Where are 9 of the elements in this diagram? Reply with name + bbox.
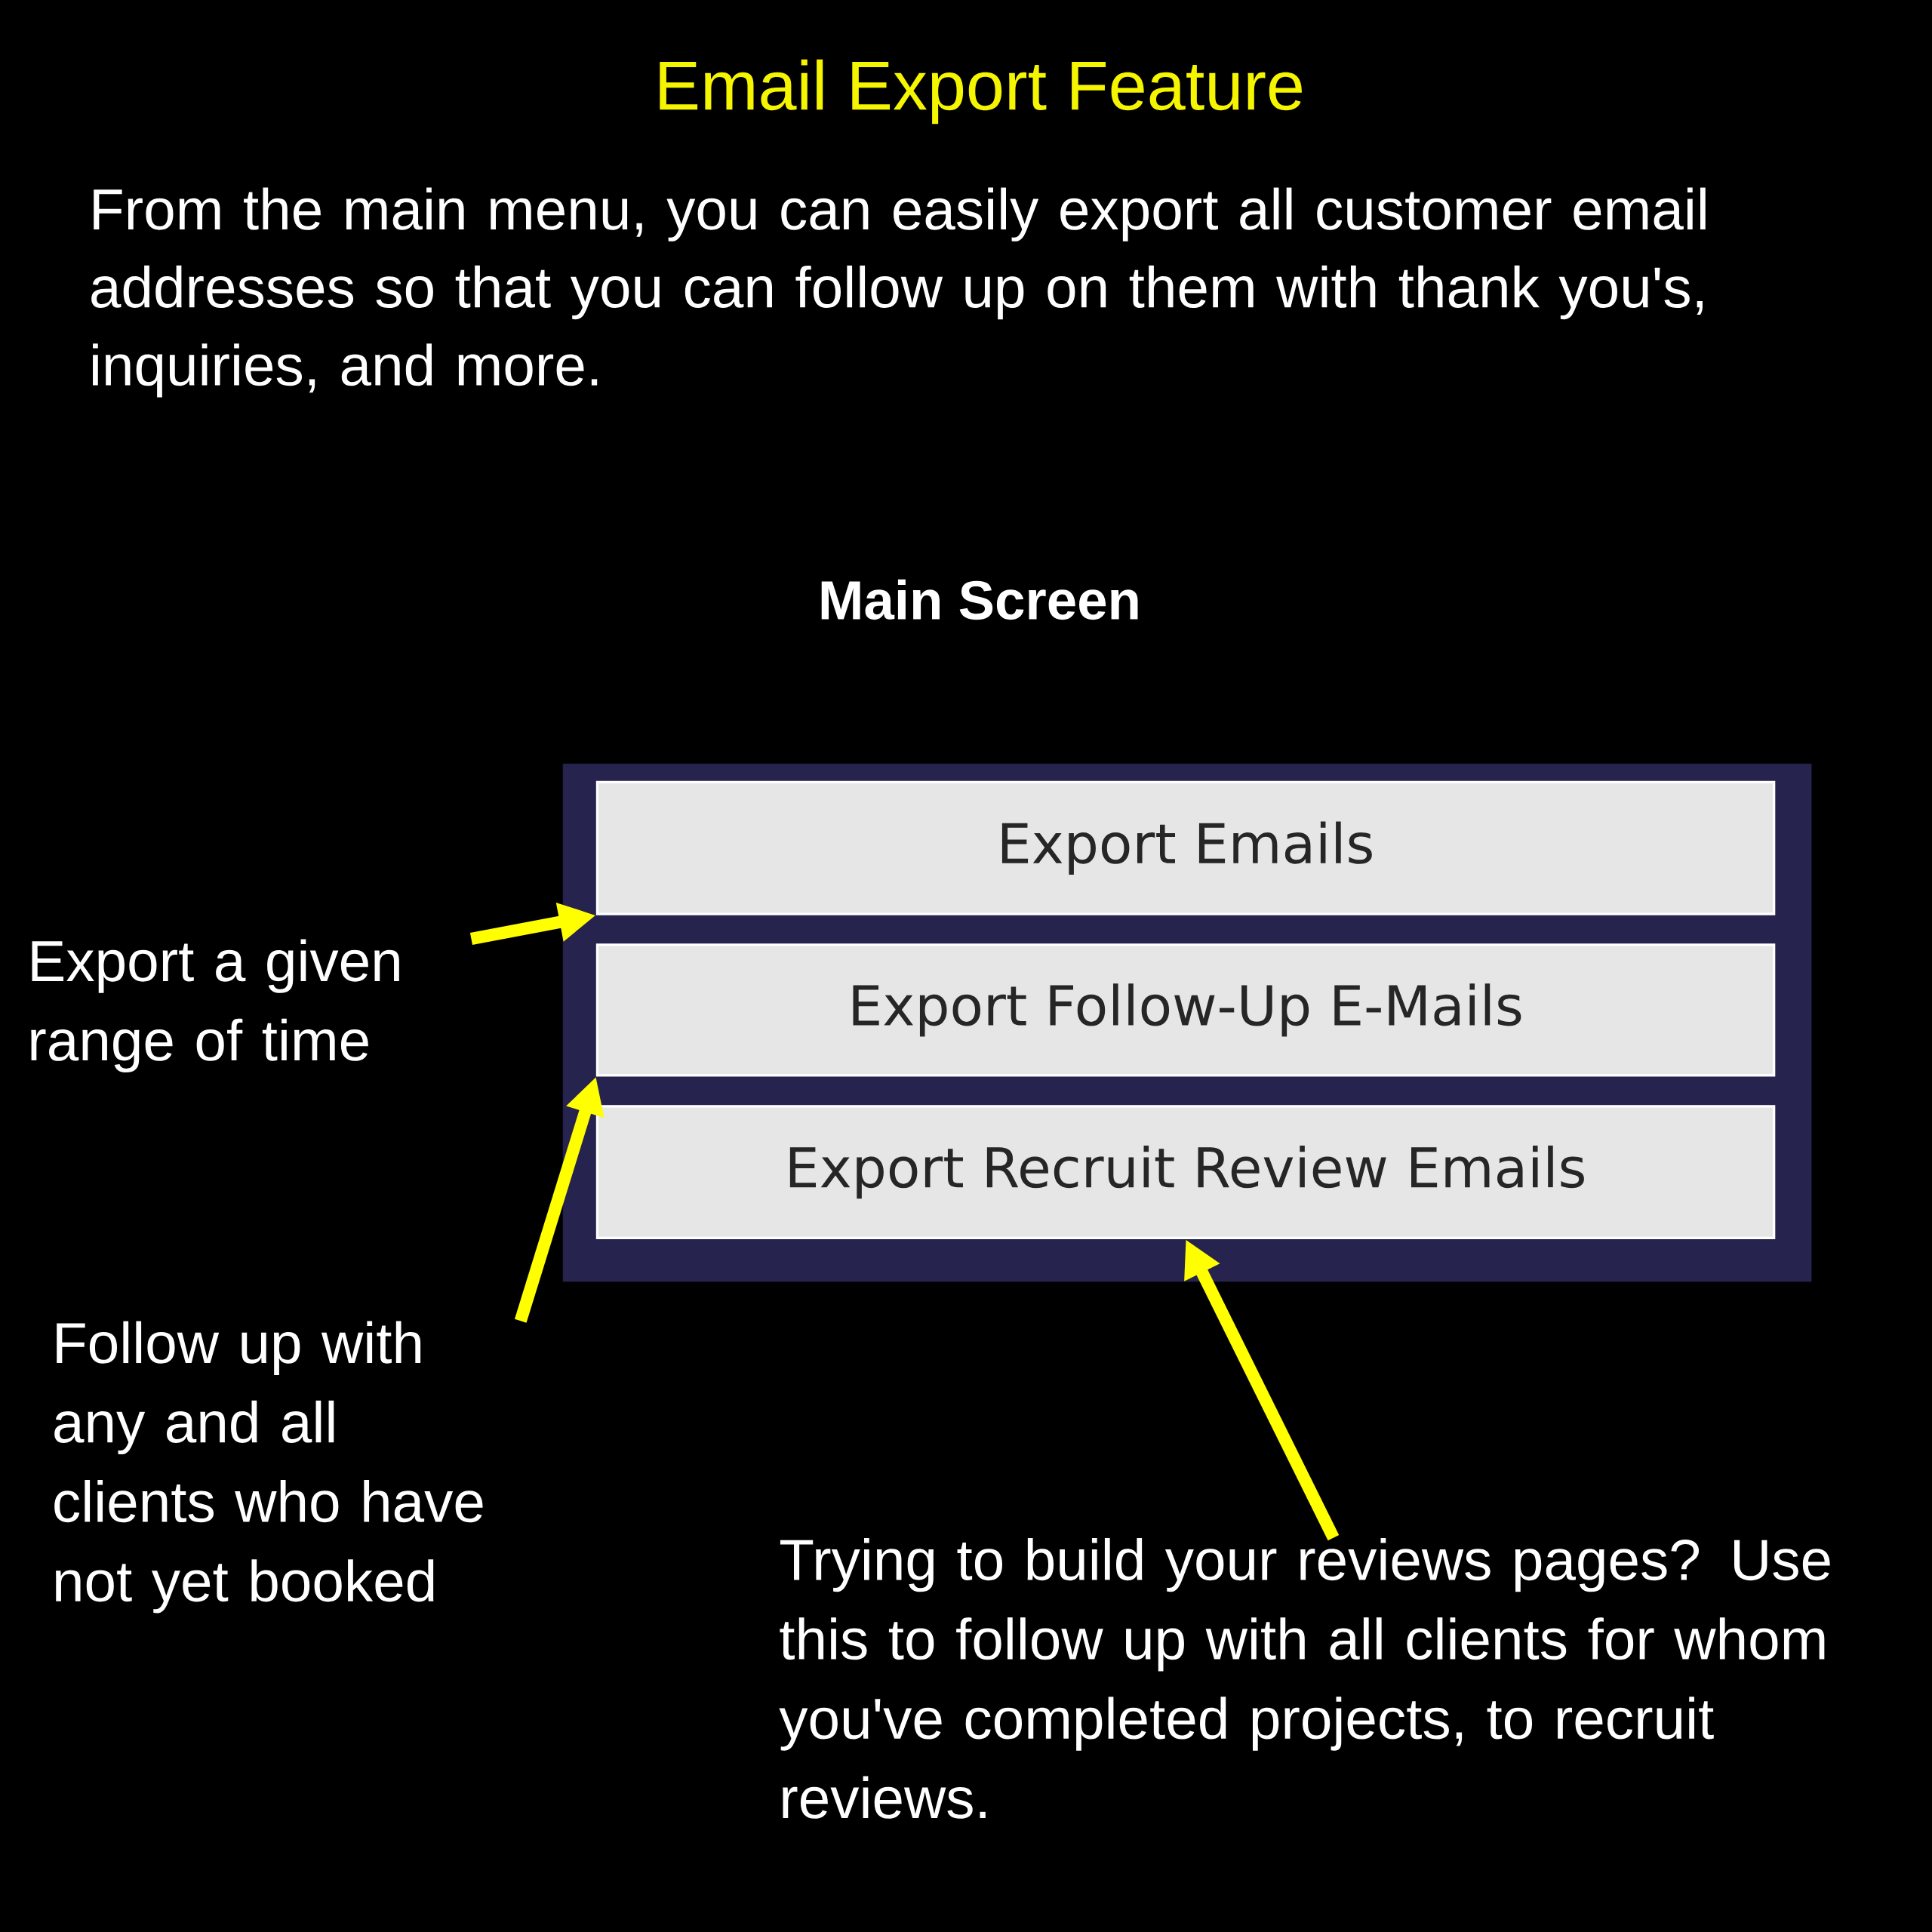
title: Email Export Feature bbox=[660, 59, 1302, 125]
annotation-text: Export a given range of time bbox=[31, 939, 399, 1072]
menu-button: Export Emails bbox=[595, 780, 1776, 915]
annotation-text: Trying to build your reviews pages? Use this to follow up with all clients for whom you've completed projects, to recruit reviews. bbox=[779, 1537, 1830, 1819]
menu-button: Export Follow-Up E-Mails bbox=[595, 943, 1776, 1077]
section-heading: Main Screen bbox=[821, 579, 1138, 620]
intro-paragraph: From the main menu, you can easily export all customer email addresses so that you can follow up on them with thank you's, inquiries, and more. bbox=[91, 187, 1706, 398]
menu-button: Export Recruit Review Emails bbox=[595, 1105, 1776, 1240]
annotation-text: Follow up with any and all clients who have not yet booked bbox=[54, 1321, 483, 1614]
